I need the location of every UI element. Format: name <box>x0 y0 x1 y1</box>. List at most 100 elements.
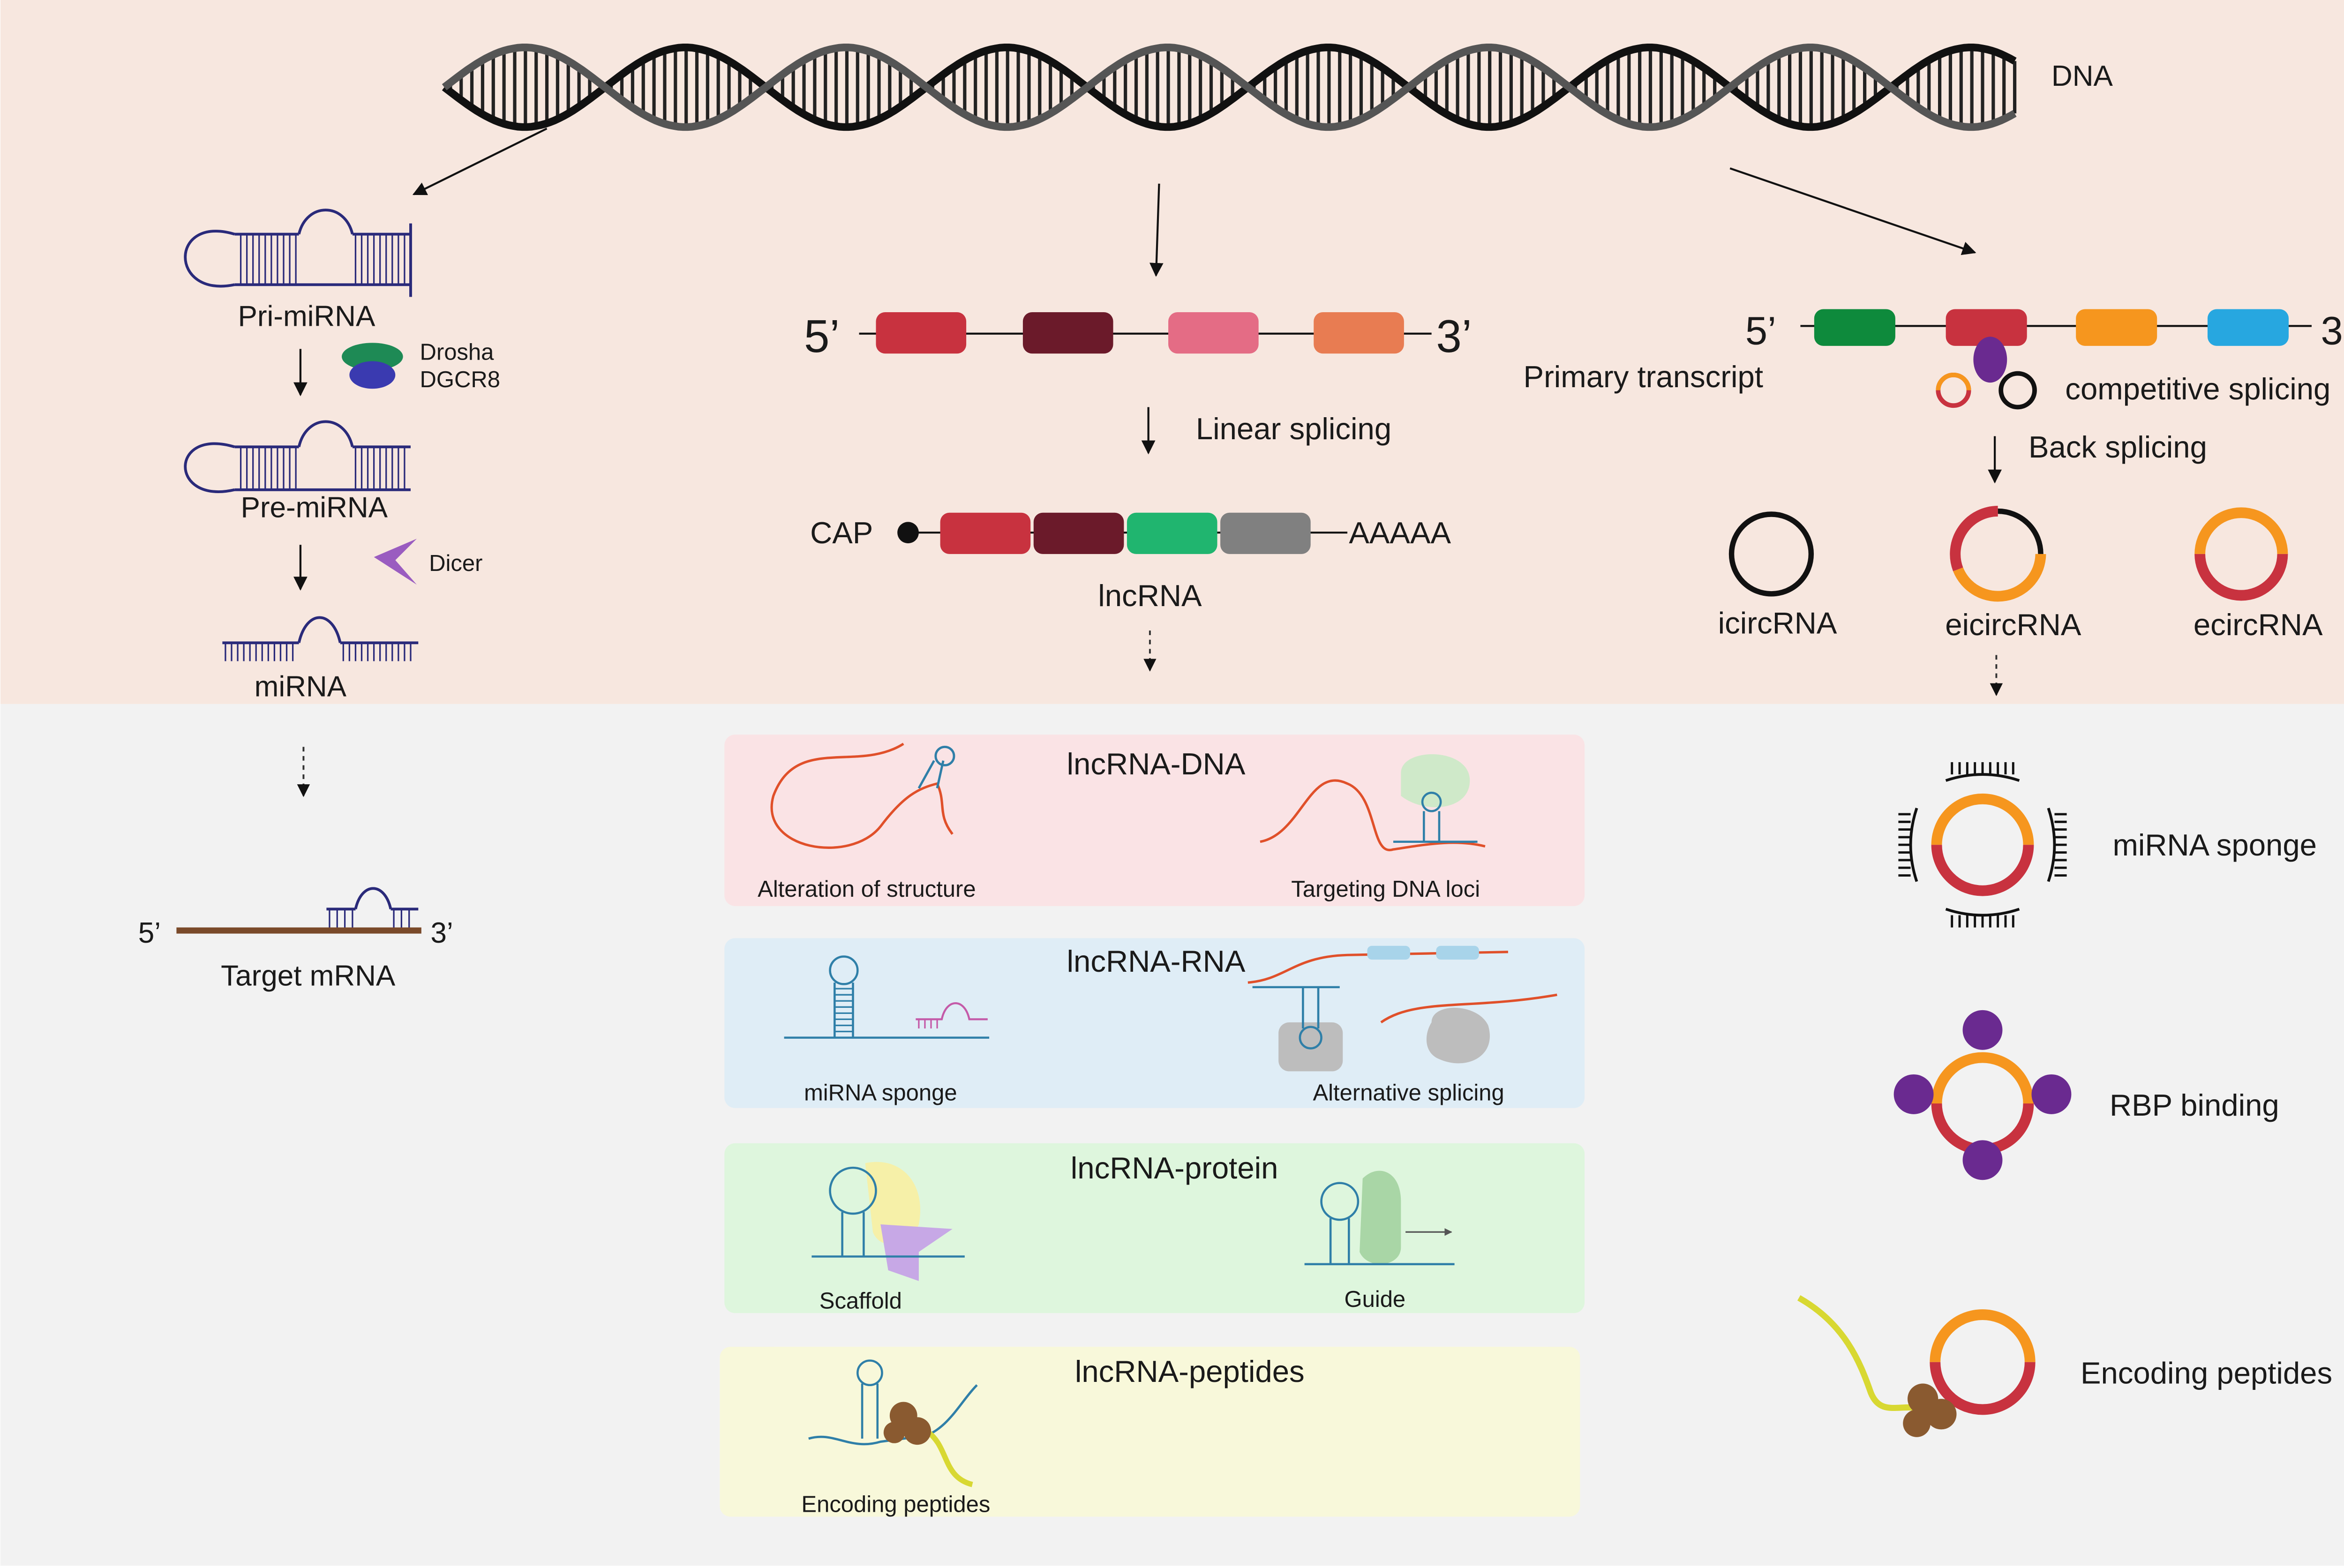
circ-exon-red <box>1946 309 2027 346</box>
drosha-icon <box>342 343 403 371</box>
ribosome-part-icon <box>883 1422 905 1443</box>
pri-mirna-label: Pri-miRNA <box>238 300 376 332</box>
splicing-protein-2-icon <box>1426 1007 1490 1064</box>
circ-sponge-icon <box>1898 762 2067 928</box>
scaffold-protein-1-icon <box>865 1162 921 1245</box>
peptide-chain-icon <box>924 1428 973 1487</box>
exon-4 <box>1314 312 1404 354</box>
peptide-strand-icon <box>808 1384 978 1446</box>
exon-1 <box>876 312 967 354</box>
target-mrna-label: Target mRNA <box>221 960 396 992</box>
rbp-left-icon <box>1893 1074 1934 1114</box>
alteration-label: Alteration of structure <box>758 877 976 902</box>
target-three-prime: 3’ <box>430 917 453 949</box>
dna-helix <box>442 44 2017 131</box>
dna-strand-1 <box>442 44 2017 131</box>
primary-transcript-label: Primary transcript <box>1524 360 1763 394</box>
lncrna-rna-box: lncRNA-RNA miRNA sponge Alternative spli… <box>724 938 1585 1108</box>
lncrna-rna-title: lncRNA-RNA <box>1067 944 1246 978</box>
arrow-to-mirna <box>412 128 548 195</box>
lnc-exon-1 <box>940 512 1031 554</box>
ecircrna-icon <box>2194 507 2288 601</box>
circ-ribosome-3-icon <box>1903 1409 1931 1437</box>
lnc-peptides-label: Encoding peptides <box>801 1492 990 1517</box>
linear-splicing-label: Linear splicing <box>1196 412 1391 446</box>
rbp-top-icon <box>1962 1010 2003 1050</box>
exon-2 <box>1022 312 1113 354</box>
ribosome-large-icon <box>903 1417 932 1445</box>
lncrna-label: lncRNA <box>1098 578 1202 613</box>
bound-mirna-strand <box>1945 773 2020 782</box>
circ-three-prime: 3’ <box>2321 308 2344 353</box>
rbp-right-icon <box>2031 1074 2072 1114</box>
splicing-protein-1-icon <box>1278 1022 1343 1072</box>
peptide-hairpin-icon <box>856 1359 883 1439</box>
circ-peptide-chain-icon <box>1797 1295 1917 1411</box>
mirna-bases <box>225 643 412 661</box>
splicing-strand-icon <box>1247 951 1508 984</box>
bound-mirna-strand <box>2047 807 2056 882</box>
circ-exon-green <box>1814 309 1895 346</box>
dna-loci-strand-icon <box>1260 779 1486 852</box>
circ-peptide-icon <box>1797 1295 2036 1437</box>
ecircrna-label: ecircRNA <box>2194 608 2323 642</box>
cap-label: CAP <box>810 516 873 550</box>
lnc-exon-4 <box>1220 512 1311 554</box>
circ-ribosome-2-icon <box>1926 1399 1957 1430</box>
arrow-to-lncrna <box>1149 183 1164 277</box>
bound-mirna-strand <box>1945 908 2020 917</box>
circ-sponge-label: miRNA sponge <box>2113 828 2317 862</box>
scaffold-label: Scaffold <box>819 1288 902 1313</box>
splicing-exon-1-icon <box>1367 945 1410 960</box>
back-splicing-label: Back splicing <box>2028 430 2207 464</box>
dna-label: DNA <box>2051 60 2113 92</box>
lncrna-peptides-box: lncRNA-peptides Encoding peptides <box>720 1347 1580 1517</box>
dna-loci-hairpin-icon <box>1393 791 1478 843</box>
guide-label: Guide <box>1344 1287 1405 1312</box>
guide-protein-icon <box>1360 1170 1401 1264</box>
circ-peptides-label: Encoding peptides <box>2081 1356 2332 1390</box>
drosha-label: Drosha <box>420 339 495 365</box>
splicing-factor-icon <box>1973 337 2007 383</box>
dgcr8-icon <box>349 361 396 389</box>
lncrna-protein-box: lncRNA-protein Scaffold Guide <box>724 1143 1585 1313</box>
icircrna-label: icircRNA <box>1718 606 1837 640</box>
splicing-hairpin-icon <box>1252 986 1340 1050</box>
icircrna-icon <box>1728 511 1814 597</box>
targeting-label: Targeting DNA loci <box>1291 877 1480 902</box>
rbp-bottom-icon <box>1962 1140 2003 1180</box>
small-circ-black-icon <box>1998 371 2037 410</box>
target-mirna-bases <box>329 909 410 928</box>
pri-mirna-structure <box>184 209 412 297</box>
alt-splicing-label: Alternative splicing <box>1313 1080 1504 1105</box>
circ-exon-blue <box>2207 309 2289 346</box>
arrow-to-circrna <box>1729 167 1976 255</box>
splicing-exon-2-icon <box>1436 945 1479 960</box>
mirna-label: miRNA <box>255 671 347 703</box>
scaffold-protein-2-icon <box>880 1224 953 1281</box>
circ-five-prime: 5’ <box>1745 308 1776 353</box>
guide-hairpin-icon <box>1304 1182 1455 1266</box>
small-circ-orange-arc-icon <box>1936 373 1971 390</box>
circ-rbp-label: RBP binding <box>2110 1088 2279 1122</box>
circ-rbp-icon <box>1893 1010 2072 1180</box>
competitive-splicing-label: competitive splicing <box>2065 372 2330 406</box>
dicer-label: Dicer <box>429 551 482 576</box>
lnc-exon-3 <box>1127 512 1217 554</box>
polya-label: AAAAA <box>1349 516 1451 550</box>
exon-3 <box>1168 312 1259 354</box>
dna-loci-protein-icon <box>1401 754 1470 807</box>
pre-lncrna-three-prime: 3’ <box>1436 310 1472 362</box>
pre-mirna-label: Pre-miRNA <box>240 492 388 524</box>
dgcr8-label: DGCR8 <box>420 367 500 392</box>
rna-sponge-label: miRNA sponge <box>804 1080 957 1105</box>
bound-mirna-strand <box>1909 807 1918 882</box>
target-mrna-binding <box>326 887 419 911</box>
lncrna-protein-title: lncRNA-protein <box>1071 1151 1278 1185</box>
lncrna-peptides-title: lncRNA-peptides <box>1075 1354 1305 1388</box>
target-five-prime: 5’ <box>138 917 161 949</box>
bound-mirnas <box>1898 762 2067 928</box>
lnc-exon-2 <box>1033 512 1124 554</box>
